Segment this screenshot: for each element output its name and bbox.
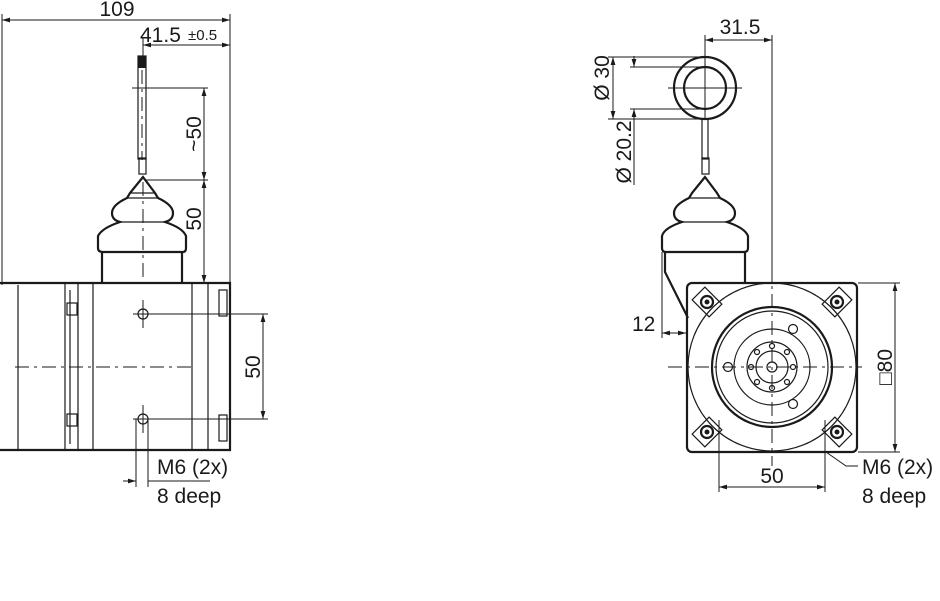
dim-ring-outer: Ø 30 [591,55,614,101]
thread-depth-side: 8 deep [157,485,221,508]
dim-cable-offset: 41.5 [140,24,181,47]
thread-label-front: M6 (2x) [862,456,933,479]
thread-label-side: M6 (2x) [157,456,228,479]
dim-square: □80 [874,349,897,385]
dim-outlet-offset: 12 [632,313,655,336]
dim-cable-length: ~50 [183,116,206,152]
dim-ring-offset: 31.5 [720,16,761,39]
dim-outlet-height: 50 [183,207,206,230]
corner-screws [691,286,853,448]
dim-cable-offset-tolerance: ±0.5 [188,27,217,44]
front-view: 31.5 Ø 30 Ø 20.2 12 [591,16,933,508]
thread-depth-front: 8 deep [862,485,926,508]
dim-hole-spacing-side: 50 [242,355,265,378]
dim-hole-spacing-front: 50 [760,465,783,488]
dim-ring-inner: Ø 20.2 [613,120,636,183]
side-view: 109 41.5 ±0.5 ~50 50 [0,0,268,508]
dim-overall-length: 109 [99,0,134,21]
